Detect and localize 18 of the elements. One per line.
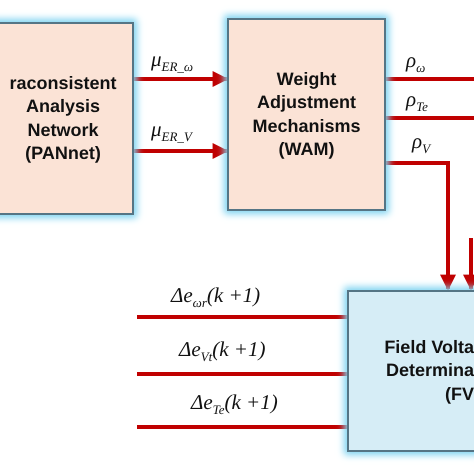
connector-line [137,315,347,319]
process-box [347,290,474,452]
connector-line [386,116,474,120]
edge-label: Δe$_{ωr}$(k +1) [170,284,262,310]
edge-label: Δe$_{Vt}$(k +1) [178,338,266,364]
edge-label: Δe$_{Te}$(k +1) [190,391,279,418]
arrow [134,71,229,87]
connector-line [137,425,347,429]
box-label: Field Volta Determina (FV [383,336,474,406]
process-box [0,22,134,215]
connector-line [386,77,474,81]
arrow [134,143,229,159]
connector-line [137,372,347,376]
arrow [463,238,474,291]
arrow [386,161,456,291]
process-box [227,18,386,211]
box-label: raconsistent Analysis Network (PANnet) [8,72,118,165]
box-label: Weight Adjustment Mechanisms (WAM) [251,68,362,161]
